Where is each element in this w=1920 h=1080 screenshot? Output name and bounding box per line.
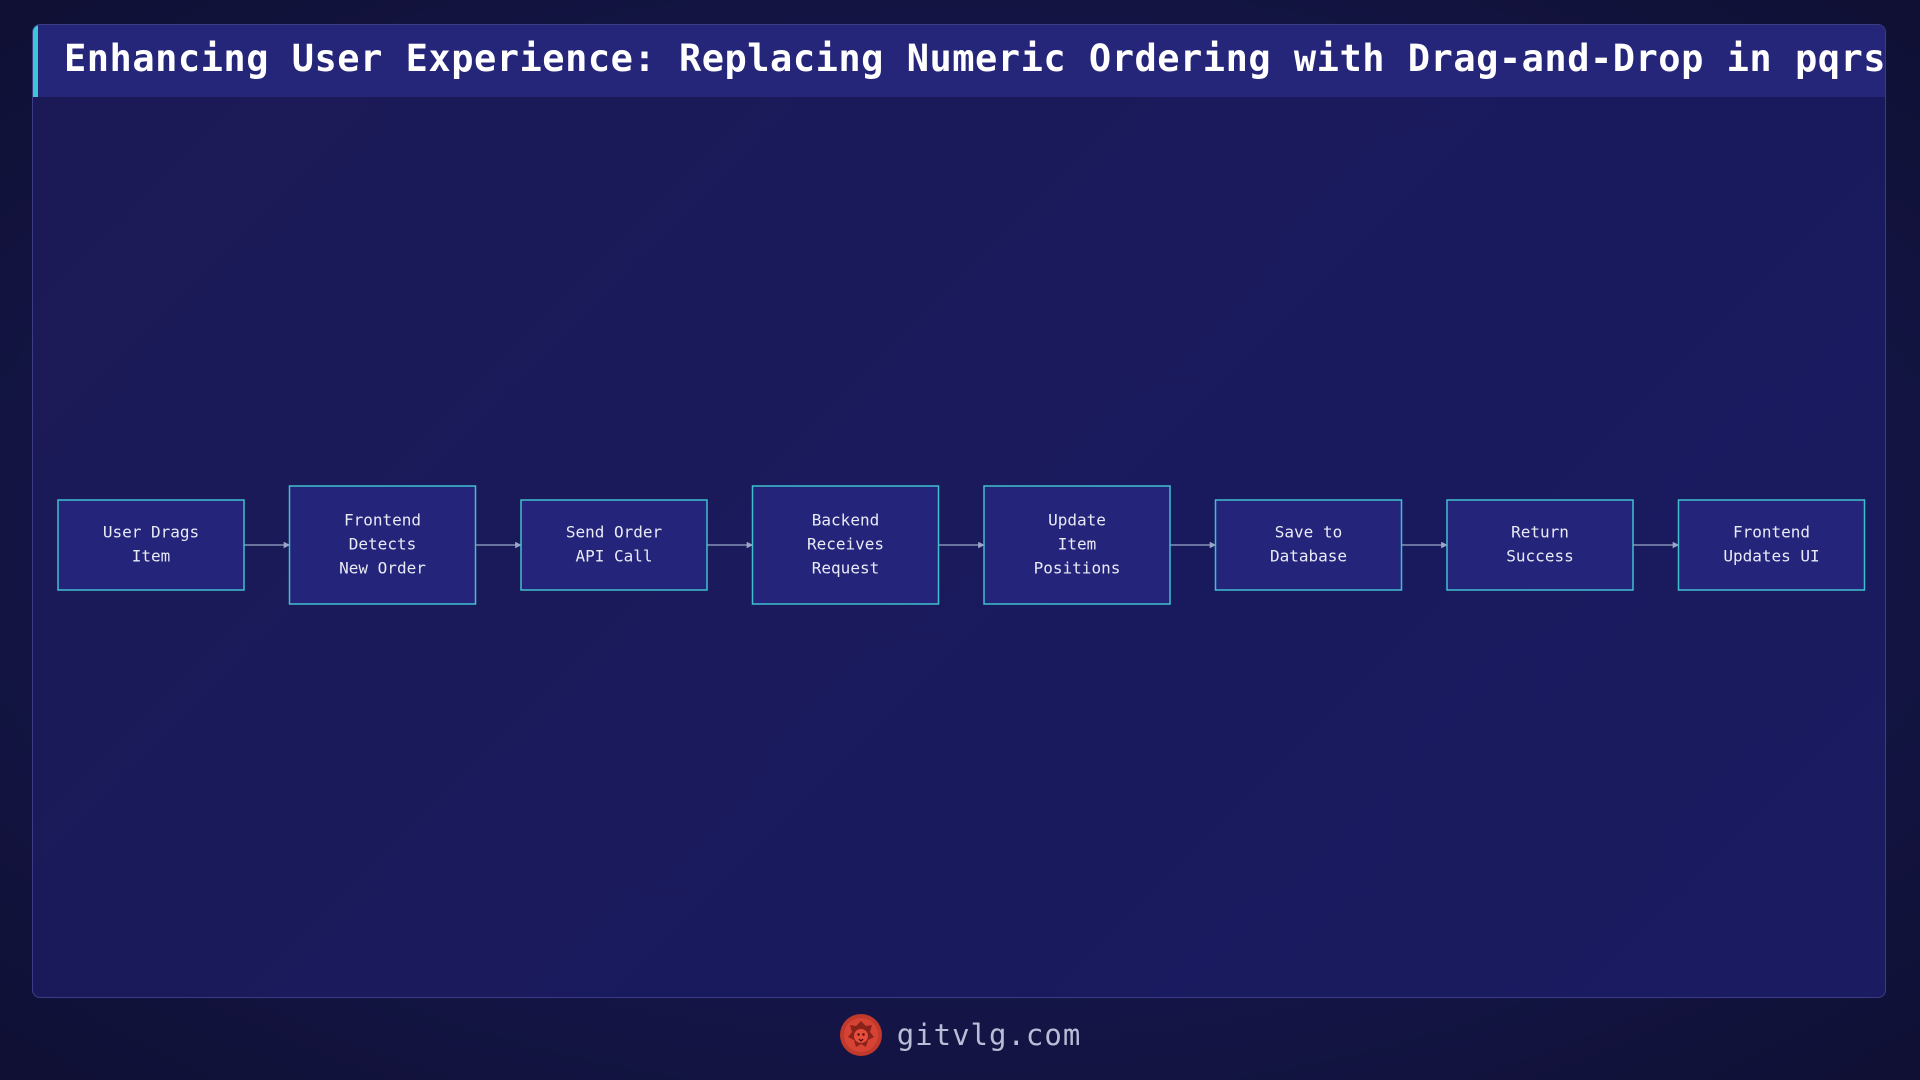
flow-node-box	[1677, 499, 1866, 591]
page-title: Enhancing User Experience: Replacing Num…	[64, 37, 1886, 80]
flow-node-label: Item	[132, 547, 171, 566]
site-url[interactable]: gitvlg.com	[896, 1018, 1082, 1052]
flow-node-label: Frontend	[344, 511, 421, 530]
flow-node-label: New Order	[339, 559, 426, 578]
flow-node-label: Update	[1048, 511, 1106, 530]
title-bar: Enhancing User Experience: Replacing Num…	[33, 25, 1885, 97]
flow-node-label: Request	[812, 559, 879, 578]
flow-node-label: Receives	[807, 535, 884, 554]
flow-node: Save to Database	[1214, 499, 1403, 591]
flow-node-box	[751, 485, 940, 605]
flow-node-label: Success	[1506, 547, 1573, 566]
lion-head-icon	[839, 1014, 882, 1056]
flow-node-label: Item	[1058, 535, 1097, 554]
flow-node-box	[1214, 499, 1403, 591]
flow-node-label: Send Order	[566, 523, 663, 542]
flow-node-box	[57, 499, 245, 591]
flow-node-label: Save to	[1275, 523, 1342, 542]
flow-node-label: Updates UI	[1723, 547, 1819, 566]
flow-node-box	[1446, 499, 1634, 591]
flow-node-label: Positions	[1034, 559, 1121, 578]
footer: gitvlg.com	[0, 1010, 1920, 1060]
flow-node-label: Frontend	[1733, 523, 1810, 542]
flow-node-label: API Call	[575, 547, 652, 566]
flow-node-label: Detects	[349, 535, 416, 554]
flow-node-label: User Drags	[103, 523, 199, 542]
flow-node-box	[983, 485, 1171, 605]
flow-node-label: Backend	[812, 511, 879, 530]
flow-node-box	[520, 499, 708, 591]
flow-node-label: Database	[1270, 547, 1347, 566]
flow-node-label: Return	[1511, 523, 1569, 542]
flow-node-box	[288, 485, 477, 605]
